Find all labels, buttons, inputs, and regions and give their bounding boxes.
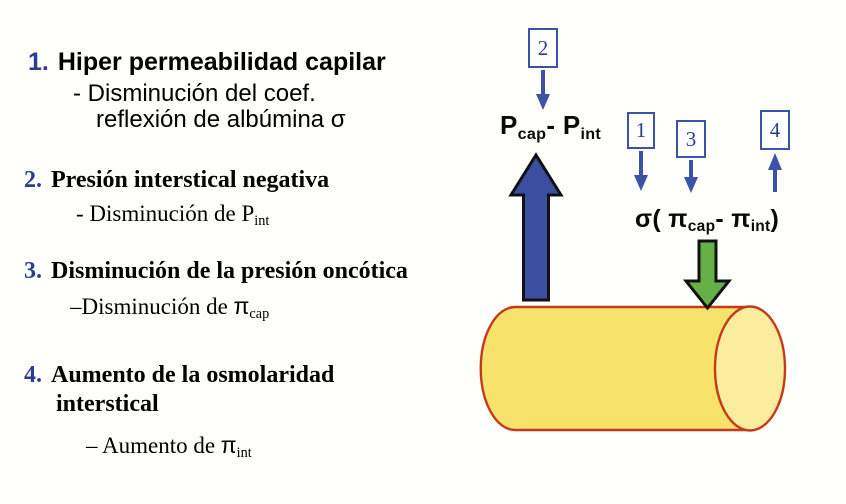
close-paren: )	[770, 205, 780, 233]
capillary-end-cap	[713, 305, 787, 432]
pi-symbol: π	[233, 293, 250, 319]
int-subscript: int	[750, 218, 771, 236]
list-item-title-continued: interstical	[56, 391, 159, 417]
list-item: 4. Aumento de la osmolaridad interstical…	[24, 362, 334, 461]
list-item-subtext: - Disminución de Pint	[76, 201, 329, 229]
capillary-starling-diagram: 2 1 3 4 Pcap- Pint σ( πcap- πint)	[479, 0, 846, 504]
list-item-title: Disminución de la presión oncótica	[51, 258, 408, 284]
callout-box-3[interactable]: 3	[676, 120, 706, 158]
box-1-connector-arrow-down	[634, 151, 648, 191]
list-item-subtext: – Aumento de πint	[86, 432, 334, 461]
subtext-subscript: cap	[249, 305, 270, 322]
list-item-heading: 2. Presión interstical negativa	[24, 167, 329, 194]
oncotic-pressure-formula: σ( πcap- πint)	[635, 205, 780, 236]
minus-operator: -	[715, 205, 724, 233]
list-item: 3. Disminución de la presión oncótica –D…	[24, 258, 408, 322]
list-item-subtext: –Disminución de πcap	[70, 293, 408, 322]
list-item-subtext: - Disminución del coef.	[73, 80, 316, 107]
box-3-connector-arrow-down	[684, 160, 698, 193]
list-item-title: Hiper permeabilidad capilar	[57, 48, 386, 76]
hydrostatic-pressure-arrow-up	[508, 152, 564, 302]
sigma-symbol: σ(	[635, 205, 662, 233]
callout-box-4[interactable]: 4	[760, 110, 790, 150]
hydrostatic-pressure-formula: Pcap- Pint	[500, 110, 602, 143]
subtext-subscript: int	[254, 212, 270, 229]
subtext-prefix: –Disminución de	[70, 294, 234, 319]
capillary-vessel	[479, 305, 752, 432]
list-item-subtext: reflexión de albúmina σ	[96, 106, 346, 133]
minus-operator: -	[546, 110, 556, 140]
pi-symbol: π	[220, 432, 237, 458]
box-2-connector-arrow-down	[536, 70, 550, 110]
box-4-connector-arrow-up	[768, 153, 782, 192]
physiology-factor-list: 1. Hiper permeabilidad capilar - Disminu…	[24, 48, 408, 461]
subtext-prefix: – Aumento de	[86, 433, 221, 458]
cap-subscript: cap	[687, 218, 716, 236]
subtext-subscript: int	[236, 444, 252, 461]
pi-int-symbol: π	[731, 205, 751, 233]
list-item-heading: 1. Hiper permeabilidad capilar	[28, 48, 386, 77]
list-item-number: 2.	[24, 167, 42, 193]
p-int-symbol: P	[562, 110, 581, 140]
callout-box-1[interactable]: 1	[627, 112, 655, 149]
subtext-prefix: - Disminución de P	[76, 201, 255, 226]
list-item: 1. Hiper permeabilidad capilar - Disminu…	[28, 48, 386, 134]
cap-subscript: cap	[517, 124, 547, 143]
list-item-heading: 4. Aumento de la osmolaridad	[24, 362, 334, 389]
list-item: 2. Presión interstical negativa - Dismin…	[24, 167, 329, 229]
list-item-heading: 3. Disminución de la presión oncótica	[24, 258, 408, 285]
list-item-number: 1.	[28, 48, 49, 76]
diagram-vector-layer	[479, 70, 787, 432]
p-cap-symbol: P	[500, 110, 518, 140]
list-item-number: 3.	[24, 258, 42, 284]
int-subscript: int	[580, 124, 602, 143]
list-item-number: 4.	[24, 362, 42, 388]
oncotic-pressure-arrow-down	[682, 239, 733, 311]
list-item-title: Presión interstical negativa	[51, 167, 330, 193]
callout-box-2[interactable]: 2	[528, 28, 558, 68]
list-item-title: Aumento de la osmolaridad	[51, 362, 335, 388]
pi-cap-symbol: π	[668, 205, 688, 233]
